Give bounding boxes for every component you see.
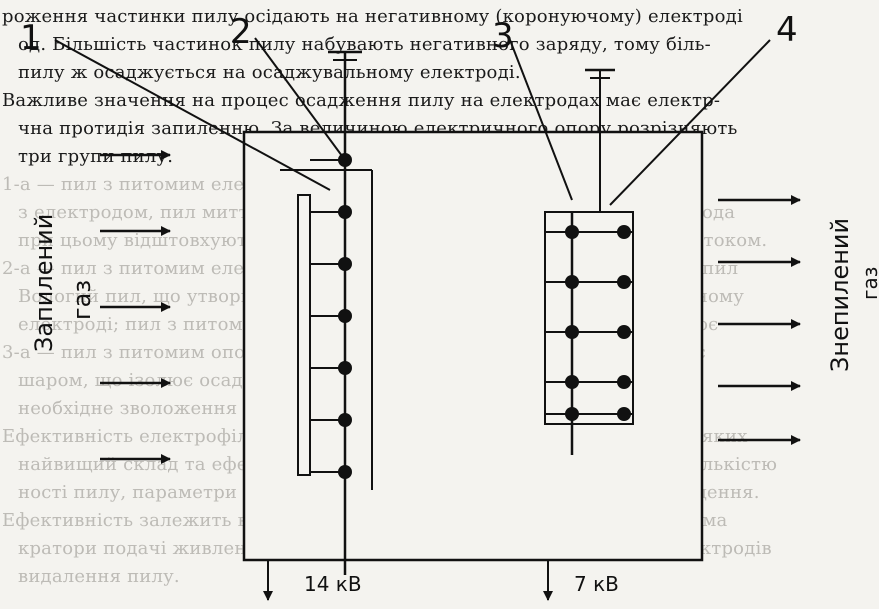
corona-wires-left	[310, 153, 352, 479]
discharge-bead	[617, 375, 631, 389]
corona-wires-right	[545, 225, 633, 421]
discharge-bead	[565, 407, 579, 421]
outlet-label-line-1: Знепилений	[826, 217, 854, 372]
inlet-label-line-1: Запилений	[30, 213, 58, 352]
callout-line-3	[509, 39, 573, 201]
background-text-line: три групи пилу.	[18, 146, 174, 167]
background-text-line: роження частинки пилу осідають на негати…	[2, 6, 743, 27]
inlet-flow-arrows	[100, 150, 171, 464]
precipitator-housing	[242, 130, 704, 562]
discharge-bead	[617, 325, 631, 339]
discharge-bead	[338, 153, 352, 167]
discharge-bead	[338, 309, 352, 323]
discharge-bead	[565, 225, 579, 239]
callout-4: 4	[776, 10, 798, 50]
discharge-bead	[338, 257, 352, 271]
background-text-line: пилу ж осаджується на осаджувальному еле…	[18, 62, 521, 83]
discharge-bead	[338, 465, 352, 479]
collecting-plate-left	[297, 194, 311, 476]
inlet-label-line-2: газ	[68, 279, 96, 320]
outlet-label-line-2: газ	[858, 266, 879, 300]
discharge-bead	[617, 275, 631, 289]
background-text-line: Важливе значення на процес осадження пил…	[2, 90, 721, 111]
callout-line-2	[254, 37, 346, 161]
callout-line-1	[54, 39, 331, 191]
collecting-plate-right	[544, 211, 634, 425]
discharge-bead	[565, 325, 579, 339]
background-text-line: од. Більшість частинок пилу набувають не…	[18, 34, 711, 55]
callout-3: 3	[492, 16, 514, 56]
callout-1: 1	[20, 18, 42, 58]
background-text-line: видалення пилу.	[18, 566, 180, 587]
discharge-bead	[338, 413, 352, 427]
callout-2: 2	[230, 12, 252, 52]
discharge-bead	[338, 361, 352, 375]
discharge-bead	[565, 375, 579, 389]
outlet-flow-arrows	[718, 195, 801, 445]
voltage-left: 14 кВ	[304, 572, 362, 596]
discharge-bead	[617, 407, 631, 421]
callout-line-4	[609, 39, 771, 206]
voltage-right: 7 кВ	[574, 572, 619, 596]
discharge-bead	[338, 205, 352, 219]
discharge-bead	[617, 225, 631, 239]
discharge-bead	[565, 275, 579, 289]
